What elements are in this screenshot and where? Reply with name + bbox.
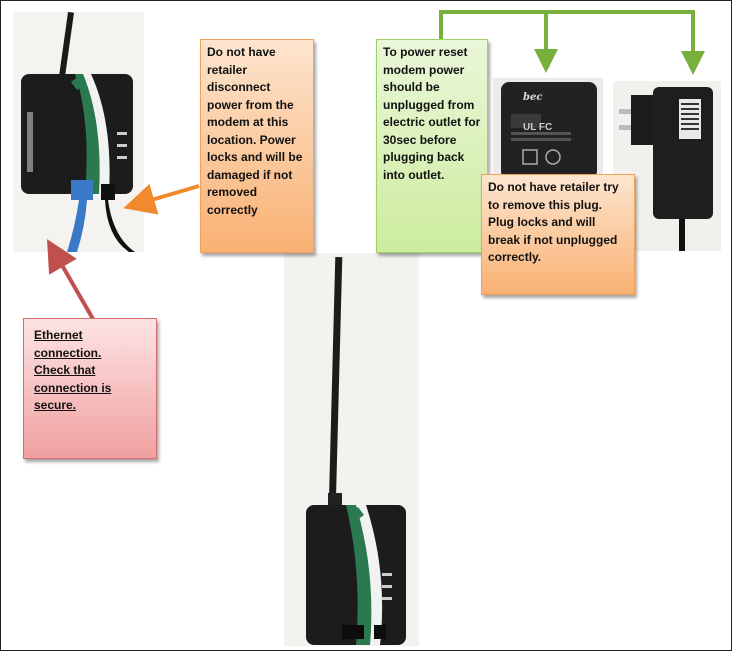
retailer-power-callout: Do not have retailer disconnect power fr…: [200, 39, 314, 253]
modem-front-photo: [284, 253, 419, 646]
adapter-marks-text: UL FC: [523, 122, 553, 133]
ethernet-callout: Ethernet connection. Check that connecti…: [23, 318, 157, 459]
retailer-power-text: Do not have retailer disconnect power fr…: [207, 45, 303, 217]
ethernet-text-2: Check that connection is secure.: [34, 363, 112, 412]
green-connector: [439, 10, 705, 75]
plug-lock-text: Do not have retailer try to remove this …: [488, 180, 619, 264]
power-reset-callout: To power reset modem power should be unp…: [376, 39, 488, 253]
red-arrow: [47, 239, 95, 320]
adapter-brand-text: bec: [523, 92, 543, 103]
ethernet-text-1: Ethernet connection.: [34, 328, 102, 360]
plug-lock-callout: Do not have retailer try to remove this …: [481, 174, 635, 295]
power-reset-text: To power reset modem power should be unp…: [383, 45, 481, 182]
modem-cables-photo: [13, 12, 144, 252]
orange-arrow: [123, 183, 200, 215]
power-adapter-photo: bec UL FC: [493, 78, 603, 179]
